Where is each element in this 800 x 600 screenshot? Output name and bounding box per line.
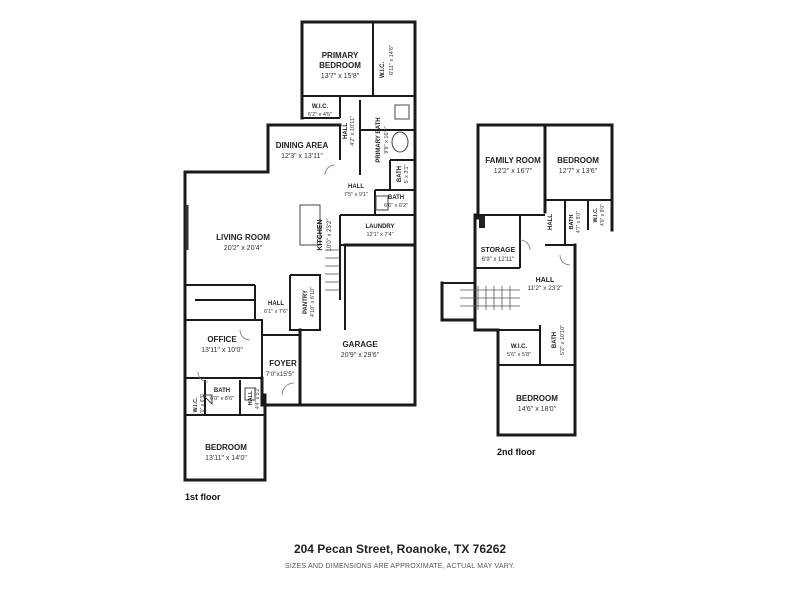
room-name: FAMILY ROOM [485, 156, 541, 165]
room-name: BATH [397, 166, 403, 182]
room-dimensions: 4'7" x 9'0" [576, 211, 582, 233]
room-dimensions: 7'5" x 9'1" [344, 192, 368, 198]
room-dimensions: 4'10" x 6'10" [310, 287, 316, 317]
room-dimensions: 5' x 3'1" [404, 164, 410, 183]
room-name: FOYER [269, 359, 297, 368]
room-name: HALL [248, 390, 254, 405]
room-name: BATH [552, 332, 558, 348]
property-address: 204 Pecan Street, Roanoke, TX 76262 [293, 542, 507, 556]
room-dimensions: 4'0" x 6'3" [200, 394, 206, 416]
room-dimensions: 20'2" x 20'4" [224, 245, 263, 252]
first-floor-fixtures [185, 104, 410, 406]
room-dimensions: 6'0" x 8'6" [210, 396, 234, 402]
room-name: W.I.C. [380, 62, 386, 79]
room-dimensions: 13'11" x 10'0" [201, 347, 243, 354]
room-name: OFFICE [207, 335, 237, 344]
room-dimensions: 20'9" x 29'6" [341, 352, 380, 359]
floor-label: 2nd floor [497, 447, 536, 457]
room-dimensions: 13'11" x 14'0" [205, 455, 247, 462]
room-name: HALL [348, 184, 364, 190]
room-dimensions: 4'0" x 9'0" [600, 204, 606, 226]
room-name: DINING AREA [276, 141, 329, 150]
room-name: LAUNDRY [365, 224, 394, 230]
room-name: HALL [536, 277, 555, 284]
room-name: BATH [569, 215, 575, 230]
room-dimensions: 4'2" x 10'11" [350, 116, 356, 146]
room-name: HALL [548, 214, 554, 230]
disclaimer: SIZES AND DIMENSIONS ARE APPROXIMATE, AC… [285, 563, 515, 570]
room-name: W.I.C. [593, 207, 599, 222]
room-dimensions: 12'2" x 16'7" [494, 168, 533, 175]
room-dimensions: 6'11" x 14'6" [389, 45, 395, 75]
first-floor-walls [183, 20, 417, 482]
room-dimensions: 12'3" x 13'11" [281, 153, 323, 160]
room-name: W.I.C. [511, 344, 528, 350]
room-dimensions: 12'7" x 13'6" [559, 168, 598, 175]
room-name: BEDROOM [205, 443, 247, 452]
room-dimensions: 14'6" x 18'0" [518, 406, 557, 413]
room-name: LIVING ROOM [216, 233, 270, 242]
room-name: BATH [214, 388, 230, 394]
room-dimensions: 7'0"x15'5" [266, 371, 295, 378]
second-floor-fixtures [460, 216, 571, 310]
room-name: HALL [343, 123, 349, 139]
second-floor-walls [440, 123, 614, 437]
room-dimensions: 6'6" x 6'2" [384, 203, 408, 209]
room-dimensions: 4'4" x 5'2" [255, 387, 261, 409]
room-name: BEDROOM [319, 61, 361, 70]
room-name: BEDROOM [516, 394, 558, 403]
room-name: PANTRY [303, 290, 309, 314]
room-dimensions: 6'9" x 12'11" [482, 257, 514, 263]
room-dimensions: 5'6" x 5'8" [507, 352, 531, 358]
room-name: W.I.C. [312, 104, 329, 110]
room-dimensions: 13'7" x 15'8" [321, 73, 360, 80]
floor-label: 1st floor [185, 492, 221, 502]
room-name: BATH [388, 195, 404, 201]
room-name: BEDROOM [557, 156, 599, 165]
room-name: PRIMARY BATH [376, 117, 382, 162]
room-name: STORAGE [481, 247, 516, 254]
second-floor-labels: FAMILY ROOM 12'2" x 16'7" BEDROOM 12'7" … [481, 156, 606, 457]
room-dimensions: 6'1" x 7'6" [264, 309, 288, 315]
room-name: W.I.C. [193, 397, 199, 412]
room-dimensions: 11'2" x 23'2" [527, 285, 563, 292]
room-name: PRIMARY [322, 51, 359, 60]
room-dimensions: 12'1" x 7'4" [366, 232, 393, 238]
room-dimensions: 5'2" x 10'10" [560, 325, 566, 355]
room-name: HALL [268, 301, 284, 307]
room-dimensions: 6'2" x 4'5" [308, 112, 332, 118]
room-name: KITCHEN [317, 219, 324, 250]
room-dimensions: 9'9" x 16'9" [384, 126, 390, 153]
room-name: GARAGE [342, 340, 378, 349]
first-floor-labels: PRIMARY BEDROOM 13'7" x 15'8" W.I.C. 6'1… [185, 45, 410, 502]
room-dimensions: 10'0" x 23'2" [327, 219, 333, 252]
